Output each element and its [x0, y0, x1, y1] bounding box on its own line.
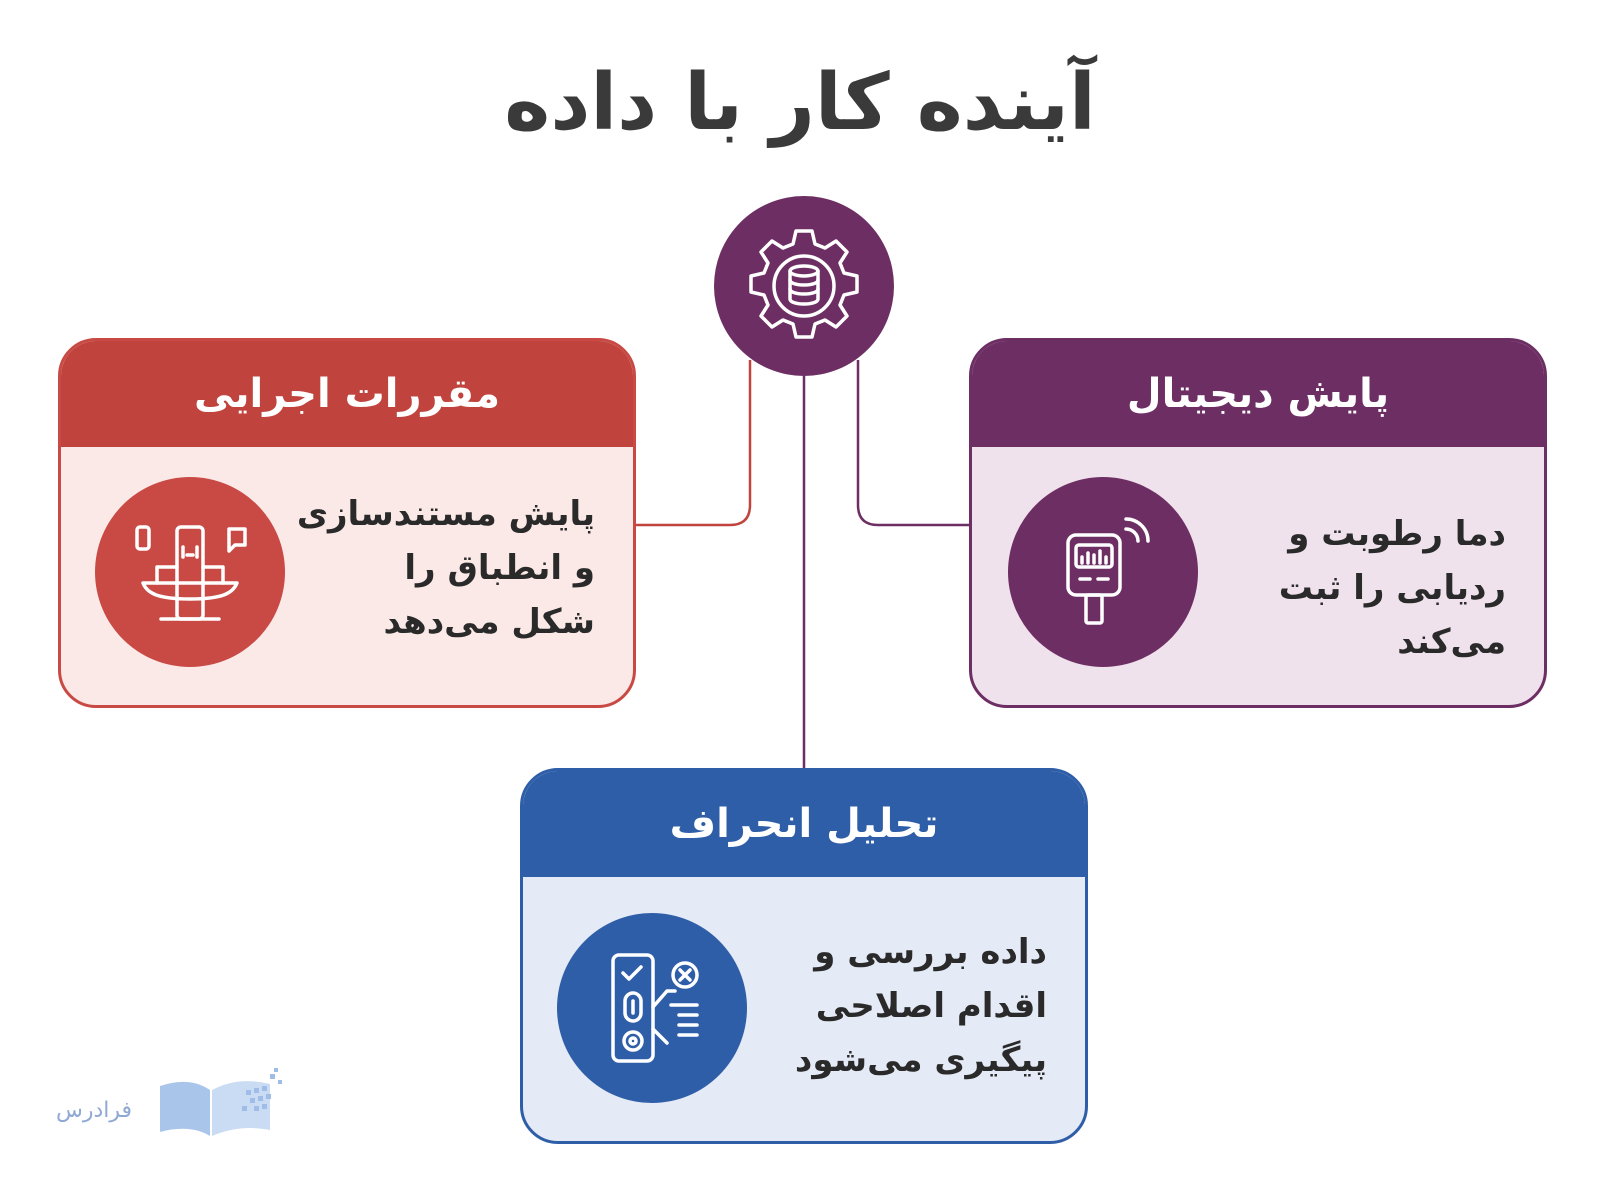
card-description: داده بررسی و اقدام اصلاحی پیگیری می‌شود — [795, 925, 1047, 1087]
page-title: آینده کار با داده — [504, 58, 1096, 148]
card-line: ردیابی را ثبت — [1278, 568, 1506, 608]
connector-left — [636, 360, 752, 527]
card-line: و انطباق را — [404, 548, 595, 588]
card-title: مقررات اجرایی — [61, 341, 633, 447]
card-line: می‌کند — [1397, 622, 1506, 662]
card-title: پایش دیجیتال — [972, 341, 1544, 447]
card-description: پایش مستندسازی و انطباق را شکل می‌دهد — [297, 487, 595, 649]
card-title: تحلیل انحراف — [523, 771, 1085, 877]
faradars-logo: فرادرس — [56, 1066, 286, 1156]
card-line: پیگیری می‌شود — [794, 1040, 1047, 1080]
card-line: شکل می‌دهد — [383, 602, 595, 642]
hub-circle — [714, 196, 894, 376]
card-line: اقدام اصلاحی — [815, 986, 1047, 1026]
card-executive-regulations: مقررات اجرایی پایش مستندسازی و انطباق را… — [58, 338, 636, 708]
card-line: پایش مستندسازی — [296, 494, 595, 534]
icon-circle — [557, 913, 747, 1103]
card-body: پایش مستندسازی و انطباق را شکل می‌دهد — [61, 447, 633, 705]
checklist-analysis-icon — [611, 953, 699, 1063]
card-description: دما رطوبت و ردیابی را ثبت می‌کند — [1279, 507, 1506, 669]
card-line: داده بررسی و — [814, 932, 1047, 972]
gear-database-icon — [749, 229, 859, 339]
connector-right — [856, 360, 969, 527]
logo-text: فرادرس — [56, 1098, 133, 1123]
pharmacy-compliance-icon — [135, 525, 247, 621]
card-deviation-analysis: تحلیل انحراف داده بررسی و اق — [520, 768, 1088, 1144]
card-body: داده بررسی و اقدام اصلاحی پیگیری می‌شود — [523, 877, 1085, 1141]
card-line: دما رطوبت و — [1288, 514, 1506, 554]
card-body: دما رطوبت و ردیابی را ثبت می‌کند — [972, 447, 1544, 705]
card-digital-monitoring: پایش دیجیتال دما رطوبت و ردیابی را ثبت م… — [969, 338, 1547, 708]
icon-circle — [95, 477, 285, 667]
open-book-logo-icon — [160, 1068, 282, 1136]
wireless-sensor-icon — [1066, 517, 1150, 625]
icon-circle — [1008, 477, 1198, 667]
